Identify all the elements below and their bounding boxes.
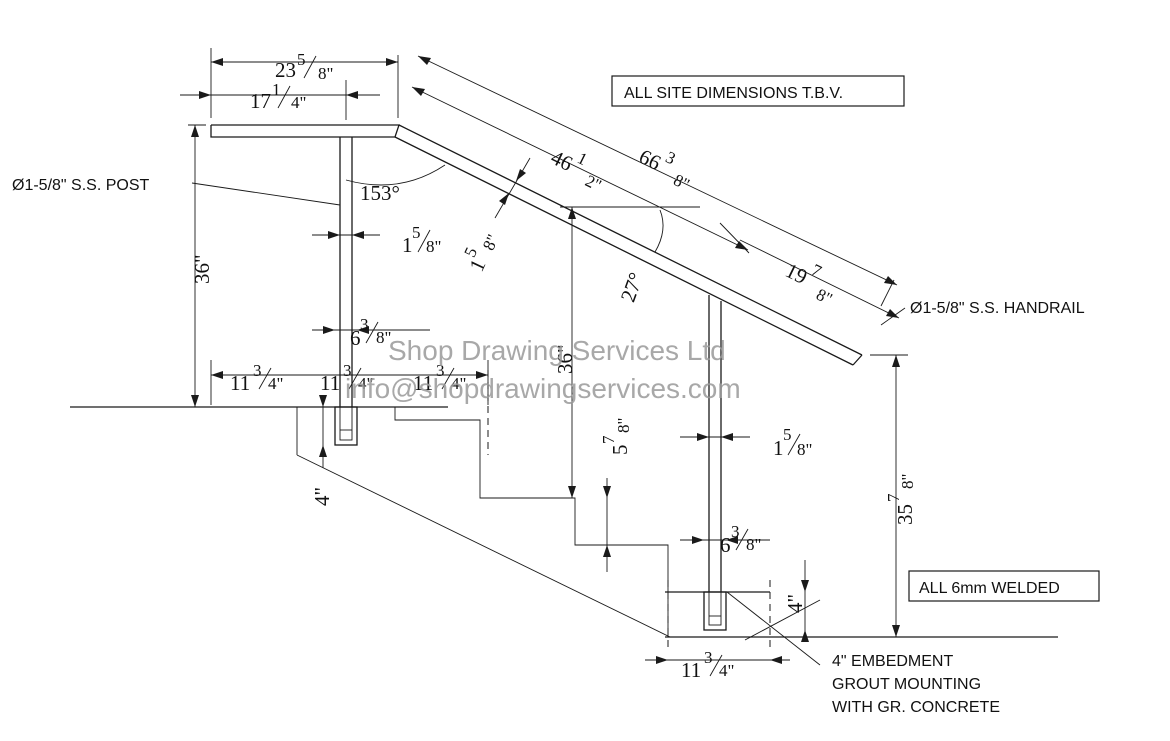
- svg-text:8": 8": [479, 231, 503, 253]
- angle-slope-label: 27°: [616, 269, 649, 305]
- dimension-lines: [180, 48, 908, 666]
- embedment-note-line-2: GROUT MOUNTING: [832, 676, 981, 693]
- dim-height-mid: 36": [553, 344, 577, 374]
- svg-text:3: 3: [343, 361, 352, 380]
- dim-core-right: 6 3 8": [720, 522, 761, 557]
- svg-text:5: 5: [297, 50, 306, 69]
- svg-text:17: 17: [250, 89, 271, 113]
- svg-text:11: 11: [413, 371, 433, 395]
- right-post: [703, 295, 727, 631]
- svg-text:1: 1: [272, 80, 281, 99]
- handrail-label: Ø1-5/8" S.S. HANDRAIL: [910, 300, 1085, 317]
- svg-text:8": 8": [797, 440, 812, 459]
- svg-text:4": 4": [783, 594, 807, 613]
- svg-text:5: 5: [460, 244, 481, 260]
- dim-sloped-overall: 66 3 8": [635, 144, 692, 194]
- svg-text:2": 2": [582, 171, 604, 195]
- svg-text:3: 3: [663, 148, 679, 169]
- svg-text:7: 7: [884, 493, 903, 502]
- svg-text:11: 11: [681, 658, 701, 682]
- svg-text:7: 7: [599, 435, 618, 444]
- svg-text:6: 6: [350, 326, 361, 350]
- watermark-email: info@shopdrawingservices.com: [345, 373, 741, 404]
- svg-text:1: 1: [402, 233, 413, 257]
- svg-text:8": 8": [898, 474, 917, 489]
- dim-rail-dia: 1 5 8": [460, 231, 503, 275]
- dim-sloped-mid: 46 1 2": [547, 145, 604, 195]
- note-site-dimensions: ALL SITE DIMENSIONS T.B.V.: [611, 75, 905, 107]
- svg-text:ALL SITE DIMENSIONS T.B.V.: ALL SITE DIMENSIONS T.B.V.: [624, 85, 843, 102]
- dim-base-2: 11 3 4": [320, 361, 373, 395]
- svg-text:4": 4": [310, 487, 334, 506]
- svg-text:27°: 27°: [616, 269, 649, 305]
- angle-top-label: 153°: [360, 181, 400, 205]
- dim-base-bottom: 11 3 4": [681, 648, 734, 682]
- post-label: Ø1-5/8" S.S. POST: [12, 177, 150, 194]
- svg-text:3: 3: [253, 361, 262, 380]
- watermark-company: Shop Drawing Services Ltd: [388, 335, 726, 366]
- handrail: [210, 124, 863, 366]
- dim-top-overall: 23 5 8": [275, 50, 333, 83]
- svg-text:46: 46: [547, 145, 576, 176]
- svg-text:8": 8": [670, 170, 692, 194]
- svg-text:8": 8": [746, 535, 761, 554]
- dim-post-dia-left: 1 5 8": [402, 223, 441, 257]
- dim-riser: 5 7 8": [599, 418, 633, 455]
- dim-embed-left: 4": [310, 487, 334, 506]
- svg-text:5: 5: [608, 445, 632, 456]
- svg-text:6: 6: [720, 533, 731, 557]
- embedment-note-line-1: 4" EMBEDMENT: [832, 653, 953, 670]
- svg-text:4": 4": [358, 374, 373, 393]
- svg-text:35: 35: [893, 504, 917, 525]
- dim-height-left: 36": [190, 254, 214, 284]
- dim-height-right: 35 7 8": [884, 474, 917, 525]
- svg-text:3: 3: [360, 315, 369, 334]
- svg-text:4": 4": [451, 374, 466, 393]
- svg-text:66: 66: [635, 144, 664, 175]
- svg-text:4": 4": [268, 374, 283, 393]
- svg-text:36": 36": [190, 254, 214, 284]
- svg-text:8": 8": [376, 328, 391, 347]
- svg-text:5: 5: [783, 425, 792, 444]
- svg-text:ALL 6mm WELDED: ALL 6mm WELDED: [919, 580, 1060, 597]
- svg-text:3: 3: [704, 648, 713, 667]
- svg-text:23: 23: [275, 58, 296, 82]
- svg-text:3: 3: [731, 522, 740, 541]
- svg-text:1: 1: [773, 436, 784, 460]
- embedment-note-line-3: WITH GR. CONCRETE: [832, 699, 1000, 716]
- svg-text:8": 8": [426, 237, 441, 256]
- svg-text:1: 1: [574, 148, 590, 169]
- svg-text:5: 5: [412, 223, 421, 242]
- svg-text:7: 7: [809, 260, 825, 281]
- stairs-and-ground: [70, 370, 1058, 650]
- svg-text:3: 3: [436, 361, 445, 380]
- svg-text:4": 4": [719, 661, 734, 680]
- svg-text:8": 8": [614, 418, 633, 433]
- svg-text:8": 8": [318, 64, 333, 83]
- note-welded: ALL 6mm WELDED: [908, 570, 1100, 602]
- dim-core-left: 6 3 8": [350, 315, 391, 350]
- svg-text:11: 11: [230, 371, 250, 395]
- svg-text:8": 8": [813, 285, 835, 309]
- dim-embed-right: 4": [783, 594, 807, 613]
- svg-text:4": 4": [291, 93, 306, 112]
- dim-base-3: 11 3 4": [413, 361, 466, 395]
- dim-sloped-end: 19 7 8": [782, 258, 836, 309]
- svg-text:36": 36": [553, 344, 577, 374]
- dim-base-1: 11 3 4": [230, 361, 283, 395]
- dim-post-dia-bottom: 1 5 8": [773, 425, 812, 460]
- dim-top-post: 17 1 4": [250, 80, 306, 113]
- svg-text:11: 11: [320, 371, 340, 395]
